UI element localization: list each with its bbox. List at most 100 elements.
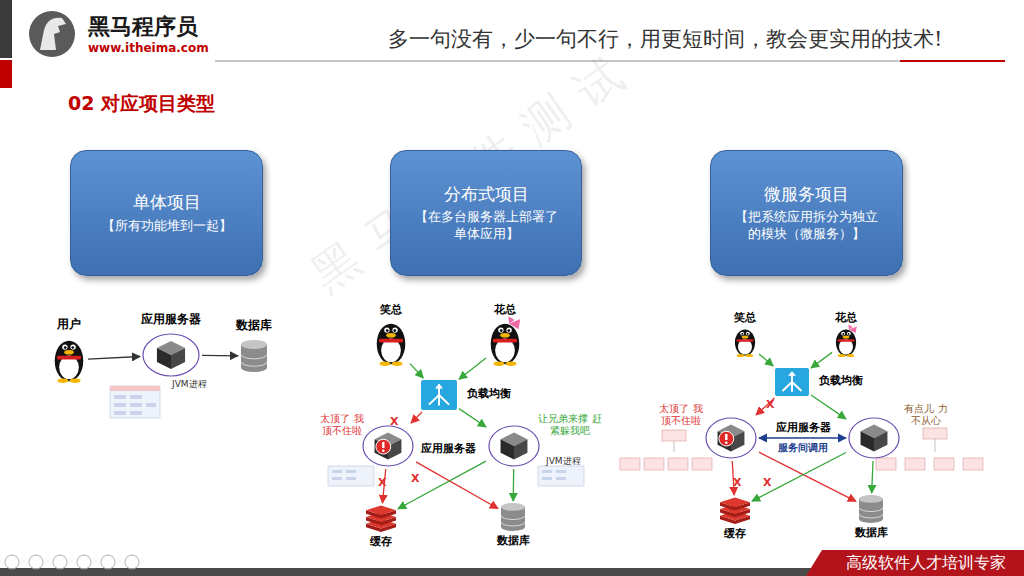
user-icon: 用户 — [52, 337, 86, 383]
icon-shape — [241, 340, 267, 372]
box-subtitle: 【在多台服务器上部署了单体应用】 — [411, 209, 561, 242]
footer — [0, 550, 1024, 576]
node-label: 缓存 — [351, 535, 411, 548]
cache-icon-art — [720, 497, 750, 523]
database-icon-art — [858, 495, 884, 523]
player-controls — [5, 555, 139, 569]
header-rule — [215, 61, 1005, 62]
node-label: 用户 — [37, 317, 101, 331]
project-box: 单体项目【所有功能堆到一起】 — [70, 150, 263, 276]
server-node-art — [488, 425, 540, 467]
icon-shape — [363, 426, 413, 466]
user-icon: 笑总 — [733, 327, 757, 357]
text-label: JVM进程 — [546, 455, 581, 468]
text-label: X — [763, 476, 771, 489]
slide-title: 02 对应项目类型 — [68, 91, 215, 117]
connector — [811, 395, 846, 419]
node-label: 笑总 — [715, 311, 775, 324]
server-node: 应用服务器 — [142, 333, 200, 377]
node-label: 有点儿 力不从心 — [900, 403, 952, 427]
server-node: 让兄弟来撑 赶紧躲我吧 — [488, 425, 540, 467]
box-subtitle: 【把系统应用拆分为独立的模块（微服务）】 — [732, 209, 882, 242]
icon-shape — [775, 368, 809, 396]
window-sketch — [110, 386, 160, 418]
text-label: 应用服务器 — [421, 441, 476, 456]
connector — [811, 352, 832, 368]
server-node-art — [848, 417, 900, 459]
node-label: 花总 — [816, 311, 876, 324]
icon-shape — [501, 503, 525, 531]
server-node: 有点儿 力不从心 — [848, 417, 900, 459]
server-node-art — [705, 417, 757, 459]
text-label: JVM进程 — [172, 378, 207, 391]
icon-shape — [377, 324, 406, 366]
module-sketch — [620, 428, 983, 470]
node-label: 缓存 — [705, 527, 765, 540]
server-node: 太顶了 我顶不住啦 — [705, 417, 757, 459]
project-box: 分布式项目【在多台服务器上部署了单体应用】 — [390, 150, 582, 276]
box-title: 分布式项目 — [444, 184, 529, 205]
logo — [29, 11, 75, 57]
text-label: 多一句没有，少一句不行，用更短时间，教会更实用的技术! — [388, 25, 942, 53]
node-label: 数据库 — [841, 526, 901, 539]
user-icon-art — [733, 327, 757, 357]
database-icon-art — [240, 340, 268, 372]
box-title: 单体项目 — [133, 192, 201, 213]
text-label: 应用服务器 — [776, 420, 831, 435]
icon-shape — [489, 426, 539, 466]
connector — [410, 364, 423, 378]
window-sketch — [328, 466, 584, 486]
connector — [416, 462, 498, 509]
box-subtitle: 【所有功能堆到一起】 — [92, 218, 242, 234]
icon-shape — [143, 334, 199, 376]
connector — [759, 437, 846, 438]
icon-shape — [859, 495, 883, 523]
icon-shape — [720, 498, 750, 525]
connector — [872, 461, 873, 493]
text-label: 黑马程序员 — [88, 12, 198, 42]
connector — [459, 358, 486, 379]
load-balancer: 负载均衡 — [775, 368, 809, 396]
connector — [756, 398, 775, 415]
connector — [459, 409, 486, 427]
connector — [732, 461, 734, 495]
icon-shape — [706, 418, 756, 458]
load-balancer-art — [775, 368, 809, 396]
cache-icon: 缓存 — [366, 505, 396, 531]
user-icon: 花总 — [488, 320, 522, 366]
user-icon: 笑总 — [374, 320, 408, 366]
database-icon-art — [500, 503, 526, 531]
node-label: 让兄弟来撑 赶紧躲我吧 — [538, 413, 602, 437]
connector — [759, 452, 856, 501]
text-label: www.itheima.com — [88, 41, 209, 55]
node-label: 负载均衡 — [467, 387, 537, 400]
edge-label: 服务间调用 — [763, 441, 843, 455]
node-label: 应用服务器 — [126, 312, 216, 326]
node-label: 太顶了 我顶不住啦 — [655, 403, 707, 427]
connector — [759, 354, 773, 366]
project-box: 微服务项目【把系统应用拆分为独立的模块（微服务）】 — [710, 150, 903, 276]
side-bar — [0, 60, 12, 88]
icon-shape — [836, 325, 857, 357]
cache-icon: 缓存 — [720, 497, 750, 523]
node-label: 数据库 — [224, 318, 284, 332]
connector — [752, 453, 846, 502]
load-balancer: 负载均衡 — [421, 380, 457, 410]
load-balancer-art — [421, 380, 457, 410]
node-label: 笑总 — [361, 303, 421, 316]
node-label: 数据库 — [483, 534, 543, 547]
text-label: X — [411, 472, 419, 485]
icon-shape — [735, 329, 755, 357]
connector — [398, 461, 486, 509]
user-icon-art — [52, 337, 86, 383]
server-node-art — [362, 425, 414, 467]
node-label: 花总 — [475, 303, 535, 316]
box-title: 微服务项目 — [764, 184, 849, 205]
connector — [513, 469, 515, 501]
node-label: 负载均衡 — [819, 374, 889, 387]
user-icon-art — [488, 320, 522, 366]
connector — [88, 357, 140, 360]
